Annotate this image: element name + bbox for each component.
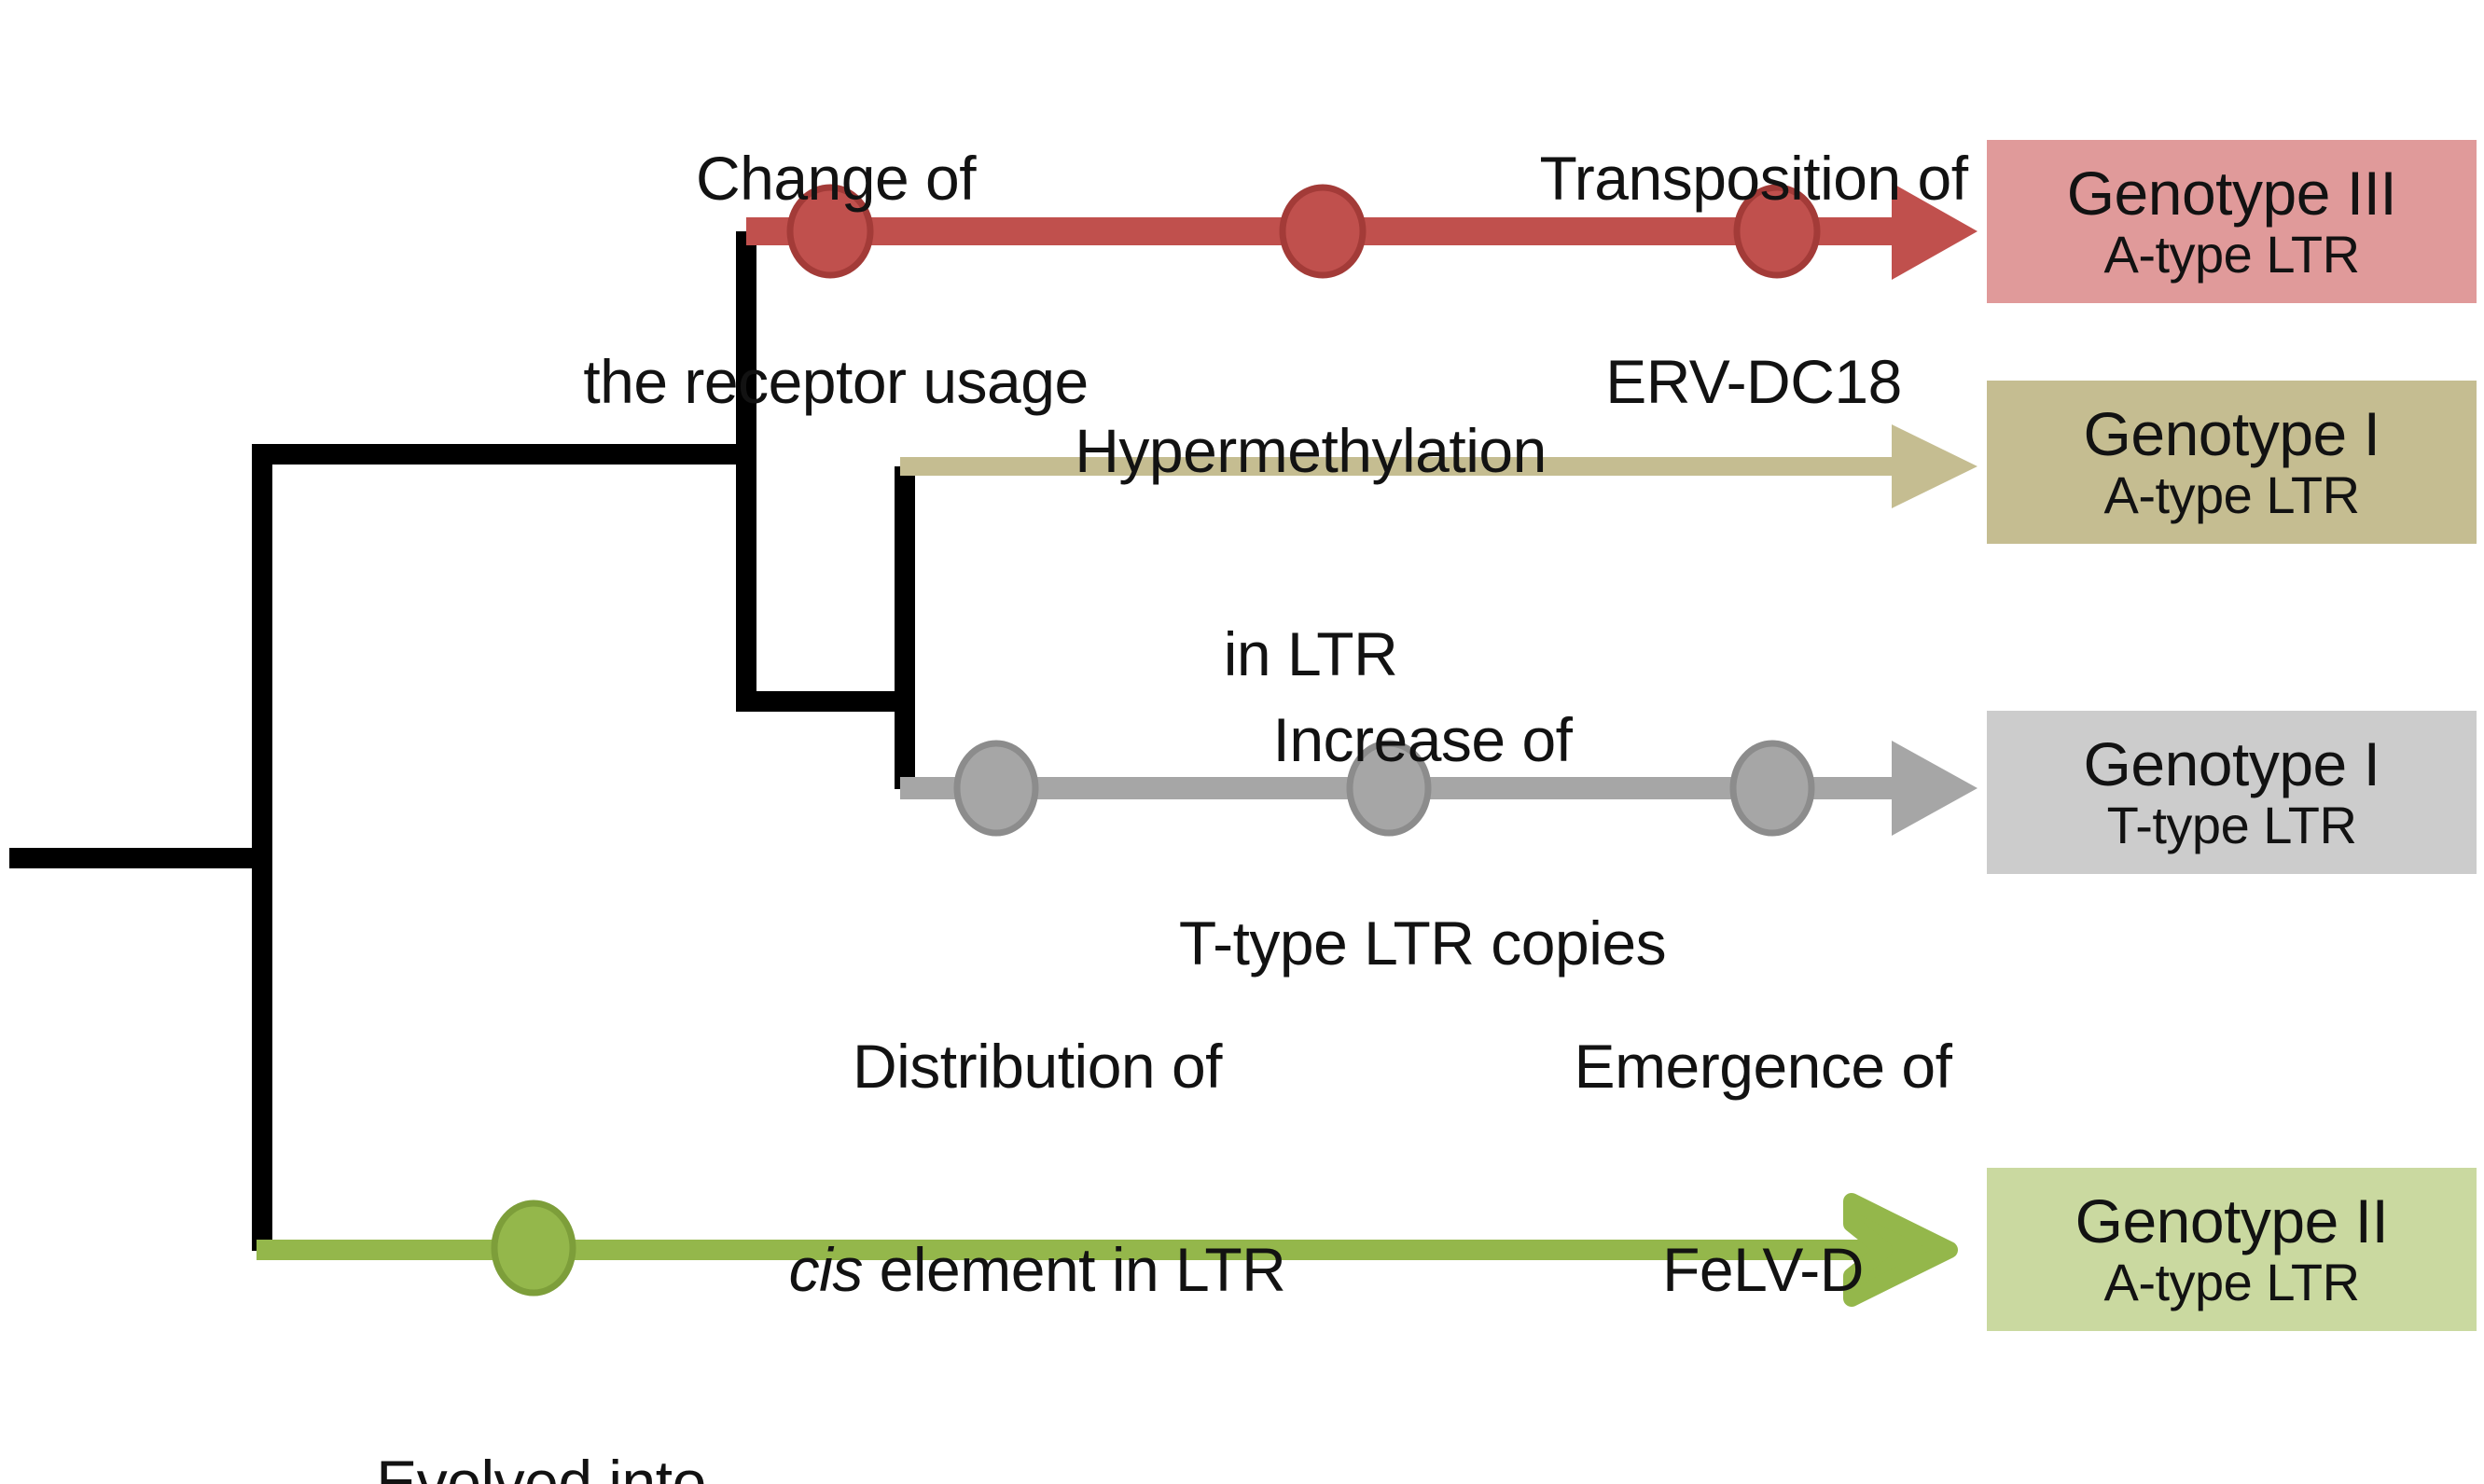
genotype-iii-marker-1 — [786, 184, 874, 279]
genotype-i-t-box: Genotype I T-type LTR — [1987, 711, 2477, 874]
cis-italic-term: cis — [788, 1234, 864, 1304]
genotype-ii-marker-1 — [491, 1200, 576, 1297]
annotation-change-receptor-usage: Change of the receptor usage — [556, 9, 1116, 551]
genotype-ii-box-subtitle: A-type LTR — [2103, 1252, 2360, 1311]
genotype-iii-box-title: Genotype III — [2066, 158, 2397, 228]
annotation-emergence-felv-d-line2: FeLV-D — [1662, 1234, 1864, 1304]
annotation-distribution-cis-element: Distribution of cis element in LTR — [720, 897, 1354, 1439]
genotype-iii-marker-3 — [1733, 184, 1821, 279]
genotype-iii-arrowhead-solid — [1892, 183, 1977, 280]
genotype-i-a-type-branch — [900, 424, 1977, 508]
genotype-i-a-box: Genotype I A-type LTR — [1987, 381, 2477, 544]
annotation-transposition-erv-dc18-line1: Transposition of — [1539, 144, 1968, 214]
annotation-hypermethylation-in-ltr: Hypermethylation in LTR — [1017, 282, 1604, 824]
genotype-i-t-box-title: Genotype I — [2083, 728, 2380, 798]
genotype-i-t-marker-2 — [1346, 740, 1432, 837]
genotype-i-t-marker-3 — [1729, 740, 1815, 837]
annotation-distribution-cis-element-line2: cis element in LTR — [720, 1236, 1354, 1304]
annotation-distribution-cis-element-line2-rest: element in LTR — [862, 1234, 1286, 1304]
genotype-iii-box: Genotype III A-type LTR — [1987, 140, 2477, 303]
annotation-increase-t-type-ltr-copies: Increase of T-type LTR copies — [1115, 571, 1730, 1113]
genotype-i-a-box-title: Genotype I — [2083, 398, 2380, 468]
annotation-increase-t-type-ltr-copies-line2: T-type LTR copies — [1178, 908, 1667, 978]
genotype-iii-branch — [746, 183, 1977, 280]
annotation-evolved-into-refrex-1: Evolved into Refrex-1 — [280, 1313, 802, 1484]
genotype-ii-branch — [257, 1193, 1958, 1307]
annotation-hypermethylation-in-ltr-line2: in LTR — [1223, 618, 1398, 688]
annotation-evolved-into-refrex-1-line1: Evolved into — [376, 1448, 706, 1484]
annotation-change-receptor-usage-line1: Change of — [695, 144, 977, 214]
genotype-ii-arrowhead — [1843, 1193, 1958, 1307]
genotype-i-t-box-subtitle: T-type LTR — [2106, 795, 2357, 854]
genotype-iii-marker-2 — [1279, 184, 1367, 279]
annotation-increase-t-type-ltr-copies-line1: Increase of — [1272, 705, 1573, 775]
annotation-hypermethylation-in-ltr-line1: Hypermethylation — [1075, 416, 1547, 486]
genotype-i-t-arrowhead — [1892, 741, 1977, 836]
annotation-distribution-cis-element-line1: Distribution of — [852, 1032, 1223, 1102]
annotation-transposition-erv-dc18-line2: ERV-DC18 — [1605, 346, 1902, 416]
genotype-i-t-type-branch — [900, 740, 1977, 837]
annotation-change-receptor-usage-line2: the receptor usage — [583, 346, 1089, 416]
annotation-transposition-erv-dc18: Transposition of ERV-DC18 — [1502, 9, 2005, 551]
genotype-i-a-arrowhead — [1892, 424, 1977, 508]
genotype-ii-box-title: Genotype II — [2075, 1186, 2389, 1255]
genotype-i-t-marker-1 — [953, 740, 1039, 837]
genotype-i-a-box-subtitle: A-type LTR — [2103, 465, 2360, 524]
annotation-emergence-felv-d-line1: Emergence of — [1574, 1032, 1952, 1102]
genotype-iii-box-subtitle: A-type LTR — [2103, 224, 2360, 284]
genotype-ii-box: Genotype II A-type LTR — [1987, 1168, 2477, 1331]
phylogenetic-tree — [9, 231, 915, 1251]
annotation-emergence-felv-d: Emergence of FeLV-D — [1530, 897, 1996, 1439]
